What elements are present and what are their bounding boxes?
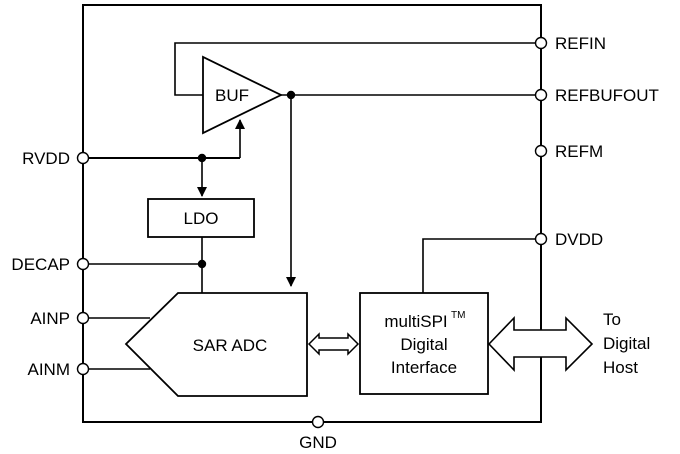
refbufout-pin: [534, 88, 548, 102]
dvdd-pin: [534, 232, 548, 246]
dvdd-wire: [422, 238, 541, 293]
multispi-interface-block: [359, 292, 489, 395]
trademark-superscript: TM: [451, 310, 465, 321]
refm-label: REFM: [555, 142, 603, 161]
dvdd-label: DVDD: [555, 230, 603, 249]
decap-label: DECAP: [11, 255, 70, 274]
ldo-block: [147, 198, 255, 238]
host-bus-arrow: [487, 316, 594, 372]
adc-interface-link-arrow: [307, 332, 360, 356]
sar-adc-label: SAR ADC: [193, 336, 268, 355]
ldo-label: LDO: [184, 209, 219, 228]
refbufout-label: REFBUFOUT: [555, 86, 659, 105]
sar-adc-block: [124, 292, 308, 397]
host-label-digital: Digital: [603, 334, 650, 353]
host-label-to: To: [603, 310, 621, 329]
decap-pin: [76, 257, 90, 271]
interface-line-interface: Interface: [391, 358, 457, 377]
ainm-label: AINM: [28, 360, 71, 379]
gnd-label: GND: [299, 433, 337, 452]
buffer-amplifier: [202, 55, 284, 135]
multispi-label: multiSPI: [384, 312, 447, 331]
buffer-label: BUF: [215, 86, 249, 105]
host-label-host: Host: [603, 358, 638, 377]
refin-wire: [174, 42, 541, 96]
refin-pin: [534, 36, 548, 50]
refm-pin: [534, 144, 548, 158]
gnd-pin: [311, 415, 325, 429]
ainp-pin: [76, 311, 90, 325]
rvdd-pin: [76, 151, 90, 165]
refin-label: REFIN: [555, 34, 606, 53]
decap-junction: [197, 259, 207, 269]
interface-line-digital: Digital: [400, 335, 447, 354]
rvdd-label: RVDD: [22, 149, 70, 168]
ainm-pin: [76, 362, 90, 376]
ainp-label: AINP: [30, 309, 70, 328]
